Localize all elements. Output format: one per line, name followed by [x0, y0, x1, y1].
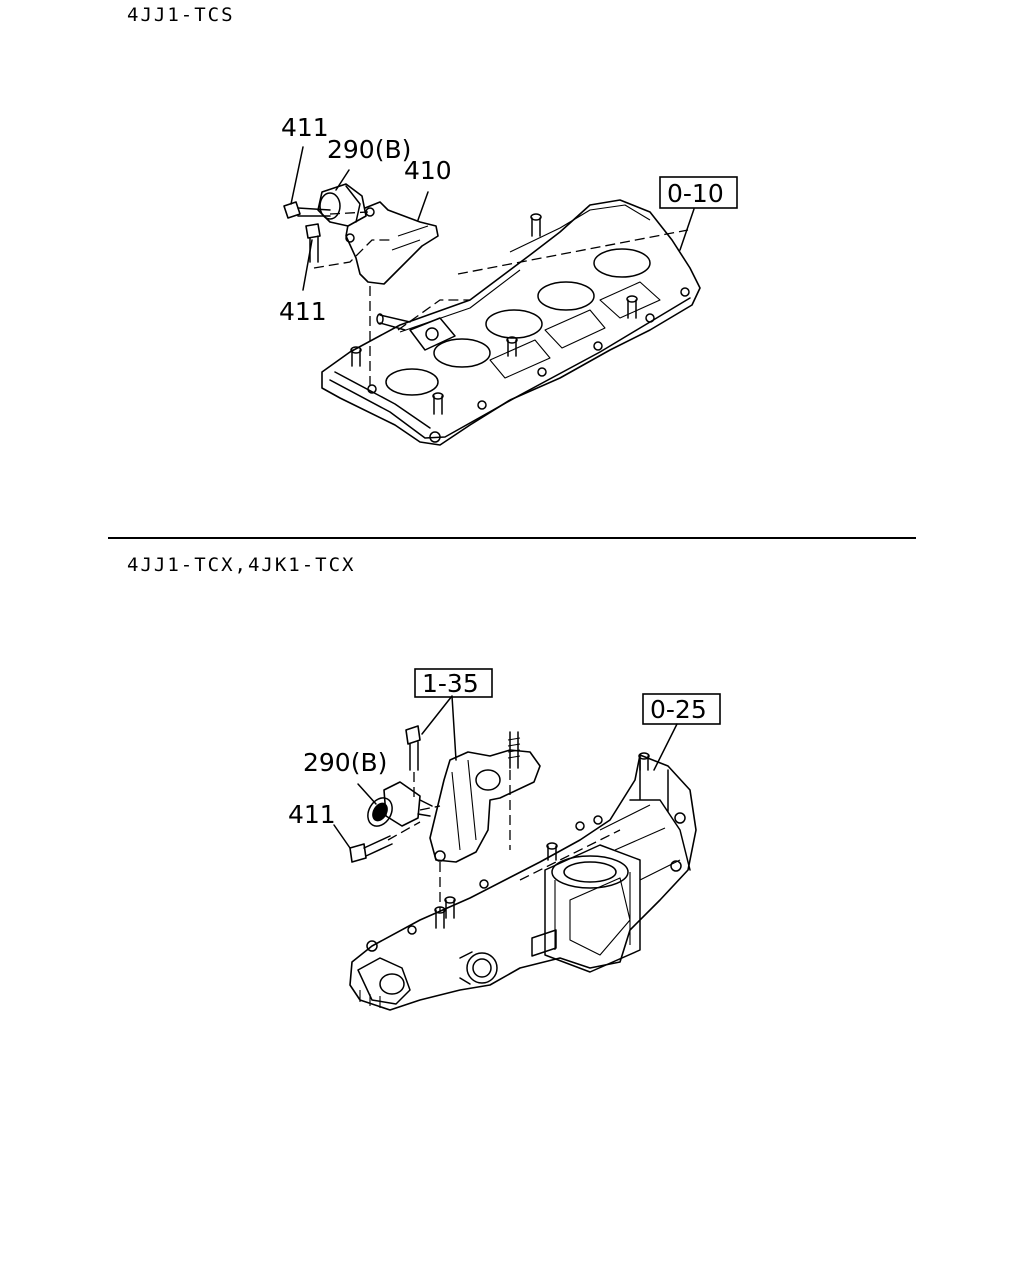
label-ref-0-10: 0-10 [667, 179, 724, 208]
assembly-line [329, 211, 369, 215]
section-title-4jj1-tcs: 4JJ1-TCS [127, 4, 235, 26]
label-411-bottom: 411 [288, 800, 336, 829]
label-411-top-b: 411 [279, 297, 327, 326]
assembly-line [419, 805, 441, 811]
leader-290b-bottom [357, 783, 377, 805]
label-411-top-a: 411 [281, 113, 329, 142]
bolt-411-top-a [283, 201, 331, 219]
sensor-290b-bottom [367, 781, 433, 827]
label-410: 410 [404, 156, 452, 185]
bolt-411-bottom [349, 835, 393, 863]
section-title-4jj1-tcx-4jk1-tcx: 4JJ1-TCX,4JK1-TCX [127, 554, 356, 576]
leader-0-10 [679, 208, 695, 251]
leader-411-bottom [333, 824, 351, 849]
assembly-line [387, 821, 421, 841]
sensor-290b-top [317, 183, 367, 227]
ref-box-0-10 [659, 176, 738, 209]
cylinder-head-cover-drawing [321, 199, 701, 446]
leader-410 [417, 191, 429, 221]
assembly-line [313, 239, 392, 269]
label-ref-0-25: 0-25 [650, 695, 707, 724]
intake-manifold-drawing [349, 752, 697, 1011]
leader-411-a [290, 146, 304, 205]
label-290b-bottom: 290(B) [303, 748, 387, 777]
assembly-line [457, 229, 689, 275]
label-ref-1-35: 1-35 [422, 669, 479, 698]
bolt-411-top-b [305, 223, 321, 263]
assembly-line [509, 770, 621, 881]
leader-411-b [302, 239, 313, 291]
sensor-bracket-410 [345, 201, 439, 285]
assembly-line [397, 299, 470, 331]
ref-box-1-35 [414, 668, 493, 698]
stud-bolt-bottom [507, 731, 521, 769]
label-290b-top: 290(B) [327, 135, 411, 164]
ref-box-0-25 [642, 693, 721, 725]
leader-1-35 [421, 695, 457, 761]
leader-0-25 [653, 723, 678, 771]
leader-290b-top [335, 169, 350, 191]
sensor-bracket-1-35 [429, 749, 541, 863]
bolt-1-35 [405, 725, 421, 771]
section-divider [108, 537, 916, 539]
